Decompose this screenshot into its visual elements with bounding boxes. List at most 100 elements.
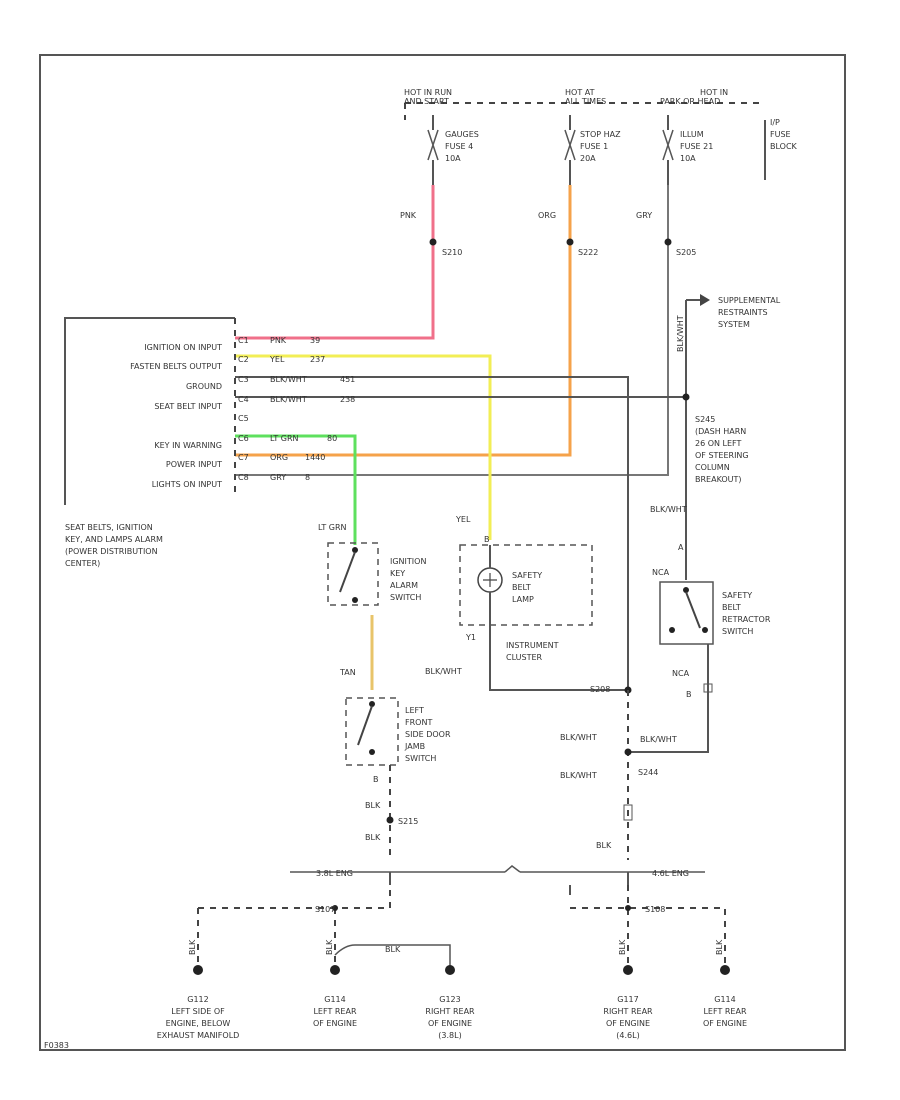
svg-text:BELT: BELT — [722, 603, 741, 612]
svg-text:SWITCH: SWITCH — [390, 593, 421, 602]
svg-text:FRONT: FRONT — [405, 718, 432, 727]
svg-text:EXHAUST MANIFOLD: EXHAUST MANIFOLD — [157, 1031, 240, 1040]
svg-text:(4.6L): (4.6L) — [616, 1031, 639, 1040]
wire-color-label: GRY — [636, 211, 652, 220]
svg-text:G112: G112 — [187, 995, 208, 1004]
svg-text:FASTEN BELTS OUTPUT: FASTEN BELTS OUTPUT — [130, 362, 222, 371]
svg-text:ENGINE, BELOW: ENGINE, BELOW — [166, 1019, 231, 1028]
svg-text:LT GRN: LT GRN — [318, 523, 347, 532]
svg-text:G123: G123 — [439, 995, 460, 1004]
svg-text:SAFETY: SAFETY — [512, 571, 542, 580]
svg-text:4.6L ENG: 4.6L ENG — [652, 869, 689, 878]
svg-text:B: B — [686, 690, 692, 699]
feed-label: AND START — [404, 97, 449, 106]
svg-text:80: 80 — [327, 434, 337, 443]
svg-text:10A: 10A — [680, 154, 696, 163]
svg-text:OF ENGINE: OF ENGINE — [703, 1019, 747, 1028]
svg-text:SEAT BELT INPUT: SEAT BELT INPUT — [154, 402, 222, 411]
svg-text:SAFETY: SAFETY — [722, 591, 752, 600]
svg-text:SWITCH: SWITCH — [722, 627, 753, 636]
seat-belt-module: IGNITION ON INPUT FASTEN BELTS OUTPUT GR… — [64, 317, 355, 568]
svg-text:OF STEERING: OF STEERING — [695, 451, 749, 460]
svg-text:LEFT SIDE OF: LEFT SIDE OF — [171, 1007, 225, 1016]
svg-text:IGNITION ON INPUT: IGNITION ON INPUT — [144, 343, 222, 352]
svg-text:BLK: BLK — [385, 945, 401, 954]
svg-text:B: B — [484, 535, 490, 544]
svg-text:BLK/WHT: BLK/WHT — [270, 375, 307, 384]
svg-text:8: 8 — [305, 473, 310, 482]
svg-text:G114: G114 — [324, 995, 345, 1004]
wire-lt-grn — [235, 434, 357, 545]
svg-text:LAMP: LAMP — [512, 595, 534, 604]
svg-text:KEY: KEY — [390, 569, 405, 578]
svg-text:S245: S245 — [695, 415, 715, 424]
svg-text:BLK/WHT: BLK/WHT — [425, 667, 462, 676]
svg-text:BLK/WHT: BLK/WHT — [560, 733, 597, 742]
svg-text:KEY, AND LAMPS ALARM: KEY, AND LAMPS ALARM — [65, 535, 163, 544]
svg-text:BLK/WHT: BLK/WHT — [650, 505, 687, 514]
svg-text:C3: C3 — [238, 375, 249, 384]
svg-text:C6: C6 — [238, 434, 249, 443]
svg-text:39: 39 — [310, 336, 320, 345]
svg-text:S107: S107 — [315, 905, 335, 914]
center-ground-chain: S208 BLK/WHT BLK/WHT BLK/WHT BLK/WHT S24… — [425, 667, 677, 860]
svg-text:Y1: Y1 — [465, 633, 476, 642]
splice-label: S205 — [676, 248, 696, 257]
engine-variants: 3.8L ENG 4.6L ENG S107 BLK S108 BLK BLK … — [188, 865, 726, 970]
splice-label: S210 — [442, 248, 462, 257]
svg-text:YEL: YEL — [455, 515, 471, 524]
svg-text:COLUMN: COLUMN — [695, 463, 730, 472]
svg-text:INSTRUMENT: INSTRUMENT — [506, 641, 559, 650]
svg-text:GROUND: GROUND — [186, 382, 222, 391]
wire-color-label: PNK — [400, 211, 417, 220]
svg-text:SWITCH: SWITCH — [405, 754, 436, 763]
fuse-block-label: BLOCK — [770, 142, 798, 151]
svg-text:JAMB: JAMB — [404, 742, 425, 751]
svg-text:1440: 1440 — [305, 453, 325, 462]
svg-text:SEAT BELTS, IGNITION: SEAT BELTS, IGNITION — [65, 523, 153, 532]
feed-label: HOT AT — [565, 88, 595, 97]
svg-text:G117: G117 — [617, 995, 638, 1004]
svg-text:BLK: BLK — [715, 939, 724, 955]
svg-text:FUSE 4: FUSE 4 — [445, 142, 473, 151]
svg-text:RIGHT REAR: RIGHT REAR — [603, 1007, 653, 1016]
svg-text:GRY: GRY — [270, 473, 286, 482]
splice-label: S222 — [578, 248, 598, 257]
svg-text:451: 451 — [340, 375, 355, 384]
svg-text:LEFT: LEFT — [405, 706, 424, 715]
svg-text:OF ENGINE: OF ENGINE — [313, 1019, 357, 1028]
svg-text:S108: S108 — [645, 905, 665, 914]
svg-text:GAUGES: GAUGES — [445, 130, 479, 139]
svg-text:FUSE 21: FUSE 21 — [680, 142, 713, 151]
svg-text:(3.8L): (3.8L) — [438, 1031, 461, 1040]
svg-text:FUSE 1: FUSE 1 — [580, 142, 608, 151]
svg-text:SYSTEM: SYSTEM — [718, 320, 750, 329]
svg-text:ILLUM: ILLUM — [680, 130, 704, 139]
svg-text:C8: C8 — [238, 473, 249, 482]
safety-belt-lamp: YEL B SAFETY BELT LAMP Y1 INSTRUMENT CLU… — [455, 515, 628, 691]
svg-text:BLK: BLK — [188, 939, 197, 955]
svg-text:BLK/WHT: BLK/WHT — [270, 395, 307, 404]
svg-text:LEFT REAR: LEFT REAR — [313, 1007, 356, 1016]
ignition-key-alarm-switch: LT GRN IGNITION KEY ALARM SWITCH TAN — [318, 523, 426, 690]
svg-text:S215: S215 — [398, 817, 418, 826]
fuse-block: HOT IN RUN AND START HOT AT ALL TIMES HO… — [404, 88, 798, 185]
svg-text:C4: C4 — [238, 395, 249, 404]
svg-text:C2: C2 — [238, 355, 249, 364]
svg-text:S244: S244 — [638, 768, 658, 777]
svg-text:RESTRAINTS: RESTRAINTS — [718, 308, 768, 317]
feed-label: PARK OR HEAD — [660, 97, 720, 106]
svg-text:ORG: ORG — [270, 453, 288, 462]
svg-text:PNK: PNK — [270, 336, 287, 345]
svg-text:20A: 20A — [580, 154, 596, 163]
figure-id: F0383 — [44, 1041, 69, 1050]
supplemental-restraints: SUPPLEMENTAL RESTRAINTS SYSTEM BLK/WHT S… — [676, 294, 781, 515]
feed-label: ALL TIMES — [565, 97, 606, 106]
svg-text:237: 237 — [310, 355, 325, 364]
svg-text:BLK: BLK — [618, 939, 627, 955]
svg-text:BELT: BELT — [512, 583, 531, 592]
svg-text:238: 238 — [340, 395, 355, 404]
svg-text:BLK: BLK — [325, 939, 334, 955]
svg-text:BLK/WHT: BLK/WHT — [676, 315, 685, 352]
svg-text:RETRACTOR: RETRACTOR — [722, 615, 771, 624]
